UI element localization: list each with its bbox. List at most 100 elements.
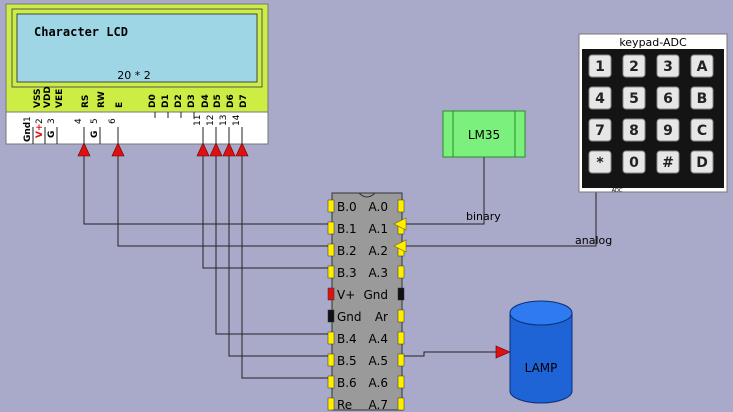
lm35-label: LM35 (468, 128, 500, 142)
keypad-key-label: 3 (663, 59, 673, 75)
keypad-key-star[interactable]: * (588, 150, 612, 174)
keypad-key-3[interactable]: 3 (656, 54, 680, 78)
lcd-pin-rs: RS (81, 95, 91, 108)
arrow-a2-icon (393, 239, 407, 253)
keypad-key-5[interactable]: 5 (622, 86, 646, 110)
io-chip-pin-right[interactable] (397, 199, 405, 213)
wire-label-analog: analog (575, 234, 612, 247)
keypad-key-label: 0 (629, 155, 639, 171)
io-chip-left-label: B.1 (337, 222, 357, 236)
wire-keypad-a2 (406, 192, 597, 247)
io-chip-left-label: B.0 (337, 200, 357, 214)
lcd-pin-d7: D7 (239, 94, 249, 108)
keypad-key-9[interactable]: 9 (656, 118, 680, 142)
keypad-key-1[interactable]: 1 (588, 54, 612, 78)
lcd-pin-d5: D5 (213, 94, 223, 108)
io-chip-right-label: A.3 (369, 266, 388, 280)
keypad-key-label: 9 (663, 123, 673, 139)
io-chip-pin-left[interactable] (327, 287, 335, 301)
io-chip-pin-right[interactable] (397, 353, 405, 367)
keypad-key-C[interactable]: C (690, 118, 714, 142)
lcd-pin-num-2: 2 (35, 118, 45, 124)
keypad-key-7[interactable]: 7 (588, 118, 612, 142)
io-chip-pin-right[interactable] (397, 309, 405, 323)
arrow-d5-icon (209, 142, 223, 157)
wire-d7-b6 (241, 156, 333, 379)
wire-label-binary: binary (466, 210, 501, 223)
keypad-key-label: 4 (595, 91, 605, 107)
io-chip-left-label: B.5 (337, 354, 357, 368)
lcd-pin-g5-label: G (90, 131, 100, 138)
lcd-pin-gnd-label: Gnd (23, 122, 33, 142)
io-chip-pin-right[interactable] (397, 375, 405, 389)
keypad-key-2[interactable]: 2 (622, 54, 646, 78)
arrow-rs-icon (77, 142, 91, 157)
lamp[interactable]: LAMP (509, 300, 573, 404)
lcd-bottom-pin-lines (32, 127, 243, 144)
keypad-key-D[interactable]: D (690, 150, 714, 174)
character-lcd[interactable]: Character LCD 20 * 2 VSS VDD VEE RS RW E… (5, 3, 269, 145)
lcd-input-arrows (77, 142, 249, 157)
io-chip-pin-right[interactable] (397, 265, 405, 279)
io-chip-right-label: A.1 (369, 222, 388, 236)
io-chip-pin-left[interactable] (327, 265, 335, 279)
keypad-key-label: D (696, 155, 708, 171)
lcd-pin-num-3: 3 (47, 118, 57, 124)
io-chip-pin-left[interactable] (327, 199, 335, 213)
io-chip-pin-left[interactable] (327, 397, 335, 411)
wire-rs-b1 (83, 156, 333, 225)
arrow-a1-icon (393, 217, 407, 231)
keypad-key-0[interactable]: 0 (622, 150, 646, 174)
io-chip-pin-left[interactable] (327, 353, 335, 367)
io-chip-pin-left[interactable] (327, 331, 335, 345)
io-chip-pin-left[interactable] (327, 221, 335, 235)
lcd-pin-rw: RW (97, 91, 107, 108)
lcd-pin-num-4: 4 (74, 118, 84, 124)
io-chip-pin-right[interactable] (397, 397, 405, 411)
keypad-title: keypad-ADC (619, 36, 687, 49)
arrow-d6-icon (222, 142, 236, 157)
io-chip-left-label: B.4 (337, 332, 357, 346)
keypad-key-label: B (697, 91, 708, 107)
keypad-key-6[interactable]: 6 (656, 86, 680, 110)
io-chip-right-label: A.2 (369, 244, 388, 258)
wire-e-b2 (117, 156, 333, 247)
lcd-pin-stubs (154, 112, 195, 118)
lcd-pin-vplus-label: V+ (35, 123, 45, 138)
io-chip-pin-right[interactable] (397, 287, 405, 301)
lm35-sensor[interactable]: LM35 (442, 110, 526, 158)
lcd-pin-num-12: 12 (206, 115, 216, 126)
lamp-label: LAMP (525, 361, 558, 375)
io-chip-pin-left[interactable] (327, 375, 335, 389)
lcd-pin-num-14: 14 (232, 114, 242, 126)
wire-d5-b4 (215, 156, 333, 335)
keypad-key-4[interactable]: 4 (588, 86, 612, 110)
io-chip-pin-left[interactable] (327, 309, 335, 323)
io-chip-pin-right[interactable] (397, 331, 405, 345)
keypad-key-A[interactable]: A (690, 54, 714, 78)
lcd-pin-vss: VSS (33, 88, 43, 108)
lcd-pin-d1: D1 (161, 94, 171, 108)
io-chip-body (331, 192, 403, 411)
keypad-key-hash[interactable]: # (656, 150, 680, 174)
lcd-title: Character LCD (34, 25, 128, 39)
lcd-pin-d6: D6 (226, 94, 236, 108)
io-chip-pin-left[interactable] (327, 243, 335, 257)
lamp-body (509, 312, 573, 404)
keypad-key-B[interactable]: B (690, 86, 714, 110)
io-chip-right-label: A.7 (369, 398, 388, 412)
io-chip-right-label: Gnd (363, 288, 388, 302)
keypad-key-8[interactable]: 8 (622, 118, 646, 142)
keypad-key-label: 6 (663, 91, 673, 107)
arrow-e-icon (111, 142, 125, 157)
lcd-pin-num-6: 6 (108, 118, 118, 124)
wire-a5-lamp (398, 351, 496, 357)
lcd-pin-num-1: 1 (23, 116, 33, 122)
